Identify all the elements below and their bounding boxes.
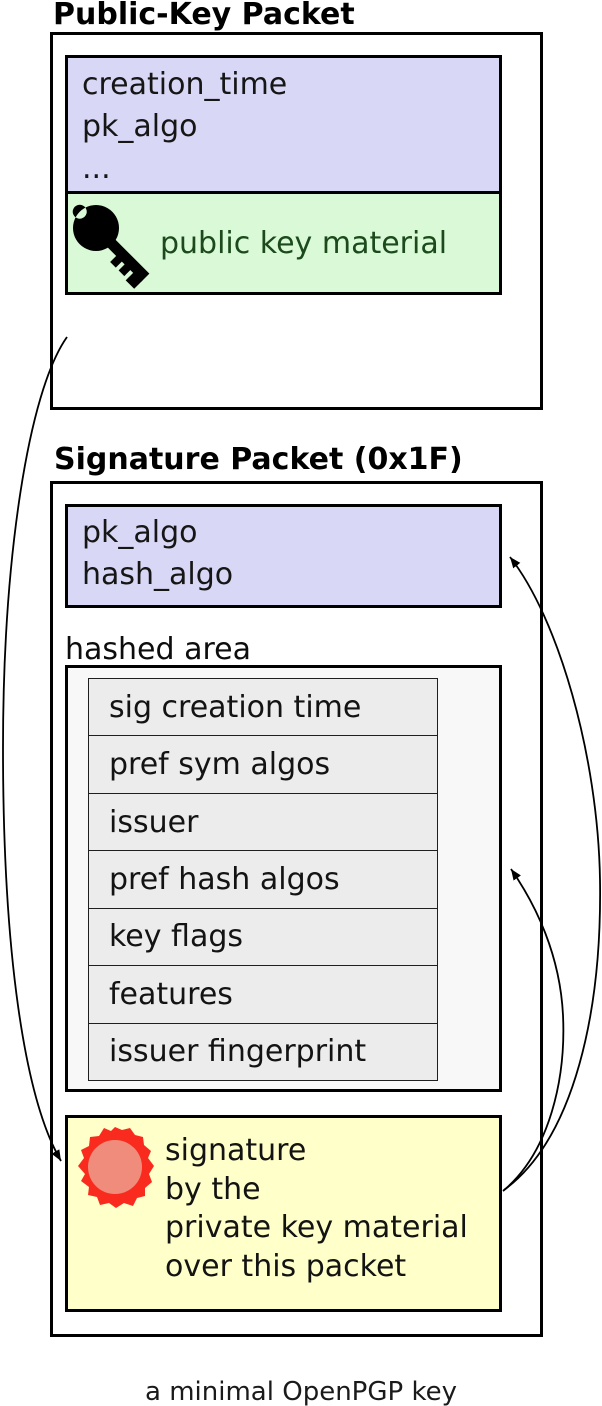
subpacket-row: sig creation time: [88, 678, 438, 737]
subpacket-label: pref hash algos: [109, 861, 340, 897]
field-hash-algo: hash_algo: [82, 557, 234, 592]
field-creation-time: creation_time: [82, 67, 288, 102]
subpacket-row: issuer fingerprint: [88, 1022, 438, 1081]
field-pk-algo: pk_algo: [82, 515, 198, 550]
signature-line: private key material: [165, 1210, 468, 1245]
subpacket-label: key flags: [109, 919, 244, 955]
subpacket-label: pref sym algos: [109, 747, 331, 783]
subpacket-label: issuer: [109, 804, 199, 840]
signature-line: by the: [165, 1171, 261, 1207]
key-icon: [72, 204, 150, 289]
hashed-area-label: hashed area: [65, 632, 251, 667]
field-ellipsis: ...: [82, 151, 111, 186]
pubkey-packet-title: Public-Key Packet: [53, 0, 355, 32]
signature-line: signature: [165, 1133, 307, 1168]
signature-packet-title: Signature Packet (0x1F): [54, 442, 463, 477]
field-pk-algo: pk_algo: [82, 109, 198, 144]
signature-line: over this packet: [165, 1248, 407, 1284]
subpacket-label: sig creation time: [109, 689, 362, 725]
subpacket-list: sig creation time pref sym algos issuer …: [88, 678, 438, 1081]
subpacket-label: features: [109, 976, 233, 1012]
subpacket-row: pref sym algos: [88, 735, 438, 794]
subpacket-row: key flags: [88, 907, 438, 967]
signature-fields-box: pk_algo hash_algo: [65, 504, 502, 608]
seal-icon: [78, 1127, 154, 1208]
pubkey-material-label: public key material: [160, 225, 448, 261]
subpacket-label: issuer fingerprint: [109, 1034, 367, 1070]
subpacket-row: issuer: [88, 792, 438, 852]
subpacket-row: features: [88, 965, 438, 1024]
pubkey-fields-box: creation_time pk_algo ...: [65, 55, 502, 195]
signature-description: signature by the private key material ov…: [165, 1132, 468, 1286]
caption: a minimal OpenPGP key: [145, 1377, 457, 1406]
subpacket-row: pref hash algos: [88, 850, 438, 909]
